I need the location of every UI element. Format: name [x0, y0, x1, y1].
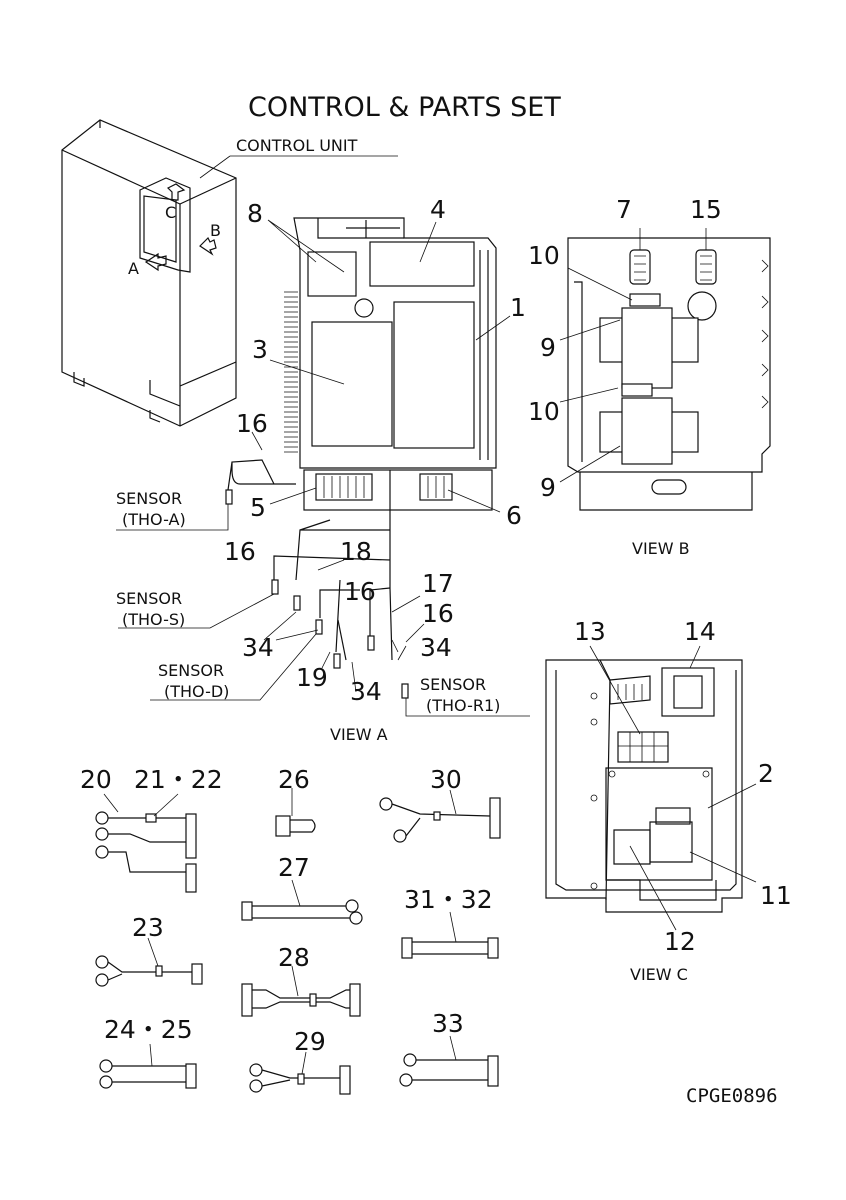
label-28: 28 — [278, 943, 310, 972]
diagram-title: CONTROL & PARTS SET — [248, 92, 561, 123]
label-30: 30 — [430, 765, 462, 794]
label-5: 5 — [250, 493, 266, 522]
label-21-22: 21・22 — [134, 765, 223, 794]
label-3: 3 — [252, 335, 268, 364]
sensor-tho-d-id: (THO-D) — [164, 682, 229, 701]
view-b-label: VIEW B — [632, 539, 690, 558]
harness-33 — [399, 1053, 499, 1087]
label-7: 7 — [616, 195, 632, 224]
label-12: 12 — [664, 927, 696, 956]
label-29: 29 — [294, 1027, 326, 1056]
view-c-label: VIEW C — [630, 965, 688, 984]
view-c-panel — [545, 659, 743, 913]
label-18: 18 — [340, 537, 372, 566]
label-13: 13 — [574, 617, 606, 646]
harness-30 — [379, 797, 501, 843]
label-23: 23 — [132, 913, 164, 942]
harness-24-25 — [99, 1059, 197, 1089]
label-34-a: 34 — [242, 633, 274, 662]
label-4: 4 — [430, 195, 446, 224]
label-2: 2 — [758, 759, 774, 788]
label-10-a: 10 — [528, 241, 560, 270]
label-20: 20 — [80, 765, 112, 794]
label-11: 11 — [760, 881, 792, 910]
control-unit-label: CONTROL UNIT — [236, 136, 358, 155]
label-1: 1 — [510, 293, 526, 322]
label-15: 15 — [690, 195, 722, 224]
label-33: 33 — [432, 1009, 464, 1038]
view-a-control-box — [284, 217, 497, 511]
sensor-tho-d-word: SENSOR — [158, 661, 224, 680]
label-26: 26 — [278, 765, 310, 794]
outdoor-unit-illustration — [61, 119, 237, 427]
label-9-a: 9 — [540, 333, 556, 362]
harness-29 — [249, 1063, 351, 1095]
arrow-c-label: C — [165, 203, 176, 222]
label-16-d: 16 — [422, 599, 454, 628]
sensor-tho-a-id: (THO-A) — [122, 510, 186, 529]
part-26 — [275, 815, 316, 837]
label-9-b: 9 — [540, 473, 556, 502]
view-a-label: VIEW A — [330, 725, 388, 744]
label-24-25: 24・25 — [104, 1015, 193, 1044]
sensor-tho-s-word: SENSOR — [116, 589, 182, 608]
arrow-b-label: B — [210, 221, 221, 240]
label-8: 8 — [247, 199, 263, 228]
sensor-tho-r1-word: SENSOR — [420, 675, 486, 694]
view-b-panel — [567, 237, 771, 511]
harness-20-22 — [95, 811, 197, 893]
label-27: 27 — [278, 853, 310, 882]
harness-23 — [95, 955, 203, 987]
harness-31-32 — [401, 937, 499, 959]
label-16-c: 16 — [344, 577, 376, 606]
label-19: 19 — [296, 663, 328, 692]
label-16-b: 16 — [224, 537, 256, 566]
label-34-c: 34 — [350, 677, 382, 706]
label-16-a: 16 — [236, 409, 268, 438]
label-10-b: 10 — [528, 397, 560, 426]
sensor-tho-r1-id: (THO-R1) — [426, 696, 500, 715]
label-6: 6 — [506, 501, 522, 530]
drawing-code: CPGE0896 — [686, 1085, 778, 1107]
sensor-tho-s-id: (THO-S) — [122, 610, 185, 629]
label-17: 17 — [422, 569, 454, 598]
label-14: 14 — [684, 617, 716, 646]
harness-28 — [241, 983, 361, 1017]
harness-27 — [241, 899, 363, 925]
label-34-b: 34 — [420, 633, 452, 662]
sensor-tho-a-word: SENSOR — [116, 489, 182, 508]
label-31-32: 31・32 — [404, 885, 493, 914]
arrow-a-label: A — [128, 259, 139, 278]
